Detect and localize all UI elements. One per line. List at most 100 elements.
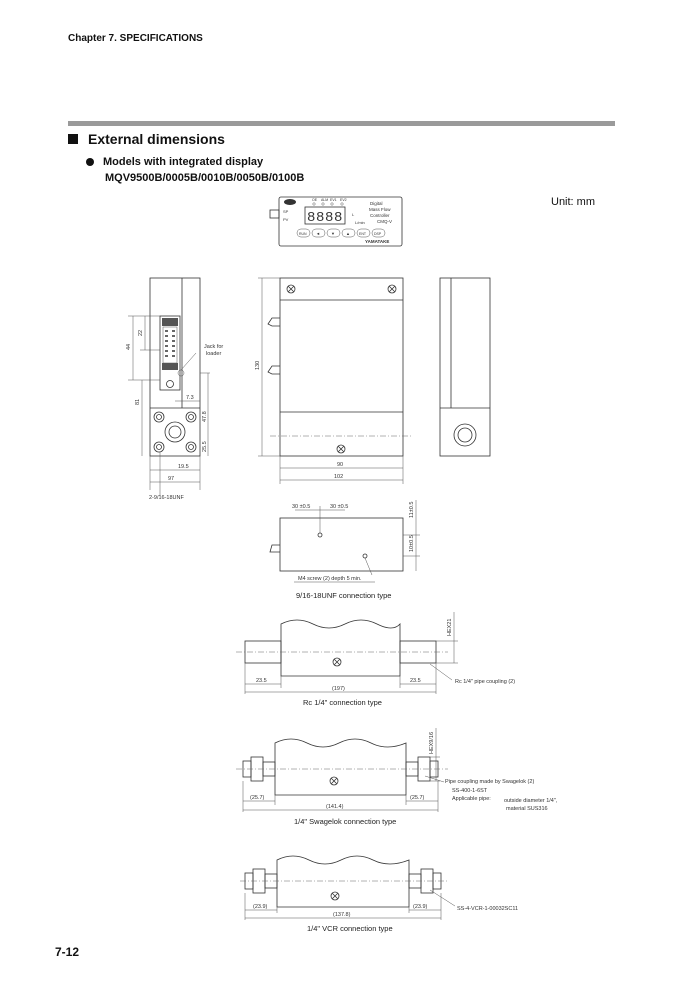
seven-segment-display — [304, 206, 346, 225]
key-dsp: DSP — [374, 232, 382, 236]
swagelok-body — [274, 738, 407, 796]
right-body — [439, 277, 491, 457]
dim-23-9-right: (23.9) — [413, 904, 428, 910]
key-ent: ENT — [359, 232, 367, 236]
key-run: RUN — [299, 232, 307, 236]
thread-label: 2-9/16-18UNF — [149, 495, 184, 501]
dim-102: 102 — [334, 474, 343, 480]
dim-44: 44 — [126, 344, 132, 350]
led-label: EV1 — [330, 198, 337, 202]
led-label: ALM — [321, 198, 328, 202]
digit-icon: 8 — [307, 210, 315, 226]
digit-icon: 8 — [316, 210, 324, 226]
side-view: 44 22 81 7.3 47.8 25.5 19.5 97 Jack for … — [126, 277, 223, 501]
model-list: MQV9500B/0005B/0010B/0050B/0100B — [105, 172, 305, 184]
dim-25-7-left: (25.7) — [250, 795, 265, 801]
digit-icon: 8 — [334, 210, 342, 226]
key-left: ◄ — [316, 231, 320, 236]
square-bullet-icon — [68, 134, 78, 144]
panel-jack — [269, 209, 280, 219]
swagelok-note: SS-400-1-6ST — [452, 788, 488, 794]
logo-icon — [284, 199, 296, 205]
section-heading: External dimensions — [68, 131, 225, 147]
swagelok-note: Pipe coupling made by Swagelok (2) — [445, 779, 534, 785]
screw-label: M4 screw (2) depth 5 min. — [298, 576, 362, 582]
bottom-jack — [269, 544, 280, 553]
brand-logo: YAMATAKE — [365, 239, 389, 244]
bottom-view: 30 ±0.5 30 ±0.5 11±0.5 10±0.5 M4 screw (… — [269, 500, 420, 600]
dim-81: 81 — [135, 399, 141, 405]
name-line: Mass Flow — [369, 207, 391, 212]
rc-body — [280, 619, 401, 677]
dim-23-5-right: 23.5 — [410, 678, 421, 684]
dim-30-b: 30 ±0.5 — [330, 504, 348, 510]
rc-type-drawing: HEX21 23.5 23.5 (197) Rc 1/4" pipe coupl… — [236, 612, 515, 707]
round-bullet-icon — [86, 158, 94, 166]
screw-icon — [166, 380, 174, 388]
right-view — [439, 277, 491, 457]
section-title: External dimensions — [88, 131, 225, 147]
dim-hex9-16: HEX9/16 — [429, 732, 435, 754]
dim-25-5: 25.5 — [202, 441, 208, 452]
key-up: ▲ — [346, 231, 350, 236]
rc-caption: Rc 1/4" connection type — [303, 698, 382, 707]
dim-30-a: 30 ±0.5 — [292, 504, 310, 510]
vcr-type-drawing: (23.9) (23.9) (137.8) SS-4-VCR-1-00032SC… — [240, 855, 518, 933]
unit-label: Unit: mm — [551, 196, 595, 208]
side-clip — [267, 317, 280, 327]
coupling-label: Rc 1/4" pipe coupling (2) — [455, 679, 515, 685]
vcr-part-label: SS-4-VCR-1-00032SC11 — [457, 906, 518, 912]
panel-outline — [278, 196, 403, 247]
dim-22: 22 — [138, 330, 144, 336]
dim-97: 97 — [168, 476, 174, 482]
name-line: Digital — [370, 201, 383, 206]
led-icon — [312, 202, 316, 206]
dim-130: 130 — [255, 361, 261, 370]
jack-label: Jack for — [204, 344, 223, 350]
front-view: 130 90 102 — [255, 277, 412, 484]
vcr-caption: 1/4" VCR connection type — [307, 924, 393, 933]
bottom-body — [279, 517, 404, 572]
dim-7-3: 7.3 — [186, 395, 194, 401]
led-label: EV2 — [340, 198, 347, 202]
swagelok-note: outside diameter 1/4", — [504, 798, 558, 804]
dim-197: (197) — [332, 686, 345, 692]
dim-90: 90 — [337, 462, 343, 468]
l-label: L — [352, 212, 355, 217]
side-clip — [267, 365, 280, 375]
subsection-title: Models with integrated display — [103, 156, 264, 168]
pv-label: PV — [283, 217, 289, 222]
led-icon — [340, 202, 344, 206]
screw-hole-icon — [362, 553, 368, 559]
digit-icon: 8 — [325, 210, 333, 226]
dim-11: 11±0.5 — [409, 502, 415, 518]
dim-19-5: 19.5 — [178, 464, 189, 470]
connector-housing — [159, 315, 181, 391]
sp-label: SP — [283, 209, 289, 214]
swagelok-caption: 1/4" Swagelok connection type — [294, 817, 396, 826]
dim-141-4: (141.4) — [326, 804, 344, 810]
section-rule — [68, 121, 615, 126]
vcr-body — [276, 855, 410, 908]
page-number: 7-12 — [55, 945, 80, 959]
dim-137-8: (137.8) — [333, 912, 351, 918]
name-line: CMQ-V — [377, 219, 392, 224]
name-line: Controller — [370, 213, 390, 218]
front-body — [279, 277, 404, 457]
screw-hole-icon — [317, 532, 323, 538]
jack-icon — [177, 369, 185, 377]
panel-keys: RUN ◄ ▼ ▲ ENT DSP — [296, 228, 386, 238]
chapter-header: Chapter 7. SPECIFICATIONS — [68, 33, 203, 44]
screw-head-icon — [286, 284, 397, 454]
led-icon — [321, 202, 325, 206]
lmin-label: L/min — [355, 220, 365, 225]
led-label: OE — [312, 198, 318, 202]
display-panel: OE ALM EV1 EV2 SP PV 8 8 8 8 L L/min Dig… — [269, 196, 403, 247]
key-down: ▼ — [331, 231, 335, 236]
swagelok-note: material SUS316 — [506, 806, 548, 812]
dim-25-7-right: (25.7) — [410, 795, 425, 801]
port-icon — [453, 423, 477, 447]
subsection-heading: Models with integrated display — [86, 156, 263, 168]
side-body — [149, 277, 201, 457]
